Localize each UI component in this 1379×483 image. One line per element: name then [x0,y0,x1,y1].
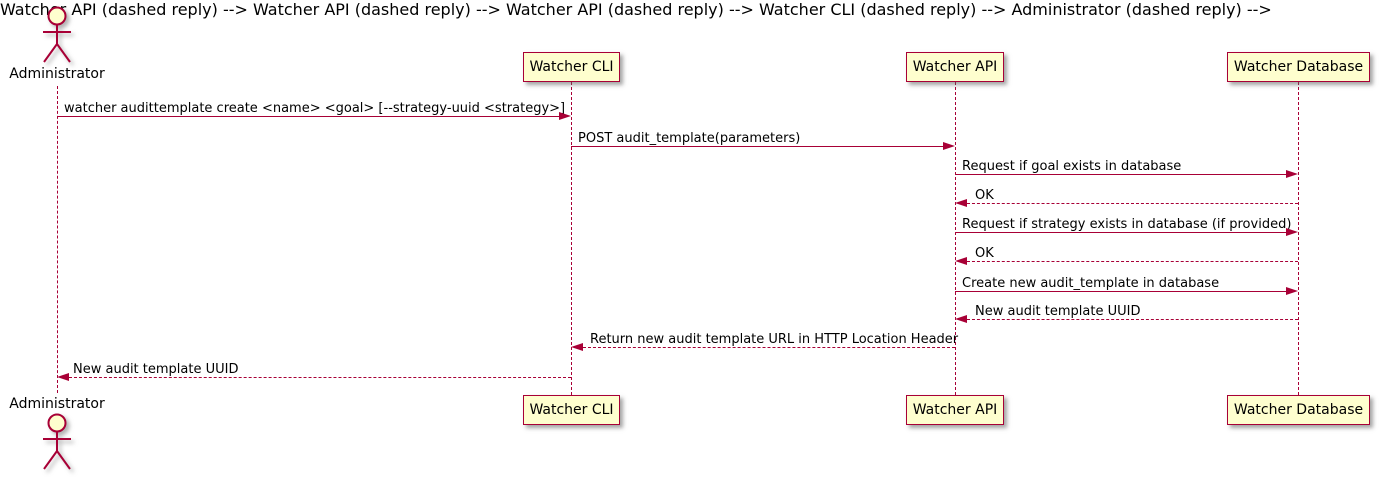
message-5-label: Request if strategy exists in database (… [962,217,1292,232]
participant-watcher-cli-bottom: Watcher CLI [523,395,620,425]
message-9-label: Return new audit template URL in HTTP Lo… [590,332,959,347]
message-3-arrowhead [1286,170,1298,178]
participant-watcher-api-bottom: Watcher API [906,395,1004,425]
message-6-label: OK [975,246,994,261]
lifeline-watcher-database [1298,82,1299,395]
actor-icon [43,6,71,63]
message-2-line [571,146,944,147]
actor-administrator-bottom [34,413,80,475]
message-2-arrowhead [943,142,955,150]
message-3-label: Request if goal exists in database [962,159,1182,174]
participant-watcher-database-bottom: Watcher Database [1227,395,1370,425]
lifeline-administrator [57,86,58,393]
message-6-arrowhead [955,257,967,265]
message-6-line [967,261,1298,262]
message-4-arrowhead [955,199,967,207]
message-8-label: New audit template UUID [975,304,1141,319]
participant-watcher-api-top: Watcher API [906,52,1004,82]
message-5-line [955,232,1287,233]
actor-icon [43,413,71,470]
participant-watcher-cli-top: Watcher CLI [523,52,620,82]
message-10-line [69,377,571,378]
message-9-arrowhead [571,343,583,351]
message-1-label: watcher audittemplate create <name> <goa… [64,101,566,116]
message-10-label: New audit template UUID [73,362,239,377]
participant-watcher-database-top: Watcher Database [1227,52,1370,82]
lifeline-watcher-cli [571,82,572,395]
message-4-line [967,203,1298,204]
message-1-arrowhead [559,112,571,120]
actor-label-top: Administrator [9,66,105,82]
message-1-line [57,116,560,117]
message-9-line [583,347,955,348]
message-4-label: OK [975,188,994,203]
message-3-line [955,174,1287,175]
message-5-arrowhead [1286,228,1298,236]
lifeline-watcher-api [955,82,956,395]
actor-label-bottom: Administrator [9,396,105,412]
message-8-arrowhead [955,315,967,323]
message-7-arrowhead [1286,287,1298,295]
message-10-arrowhead [57,373,69,381]
actor-administrator-top [34,6,80,68]
message-7-line [955,291,1287,292]
message-2-label: POST audit_template(parameters) [578,131,801,146]
message-8-line [967,319,1298,320]
message-7-label: Create new audit_template in database [962,276,1220,291]
